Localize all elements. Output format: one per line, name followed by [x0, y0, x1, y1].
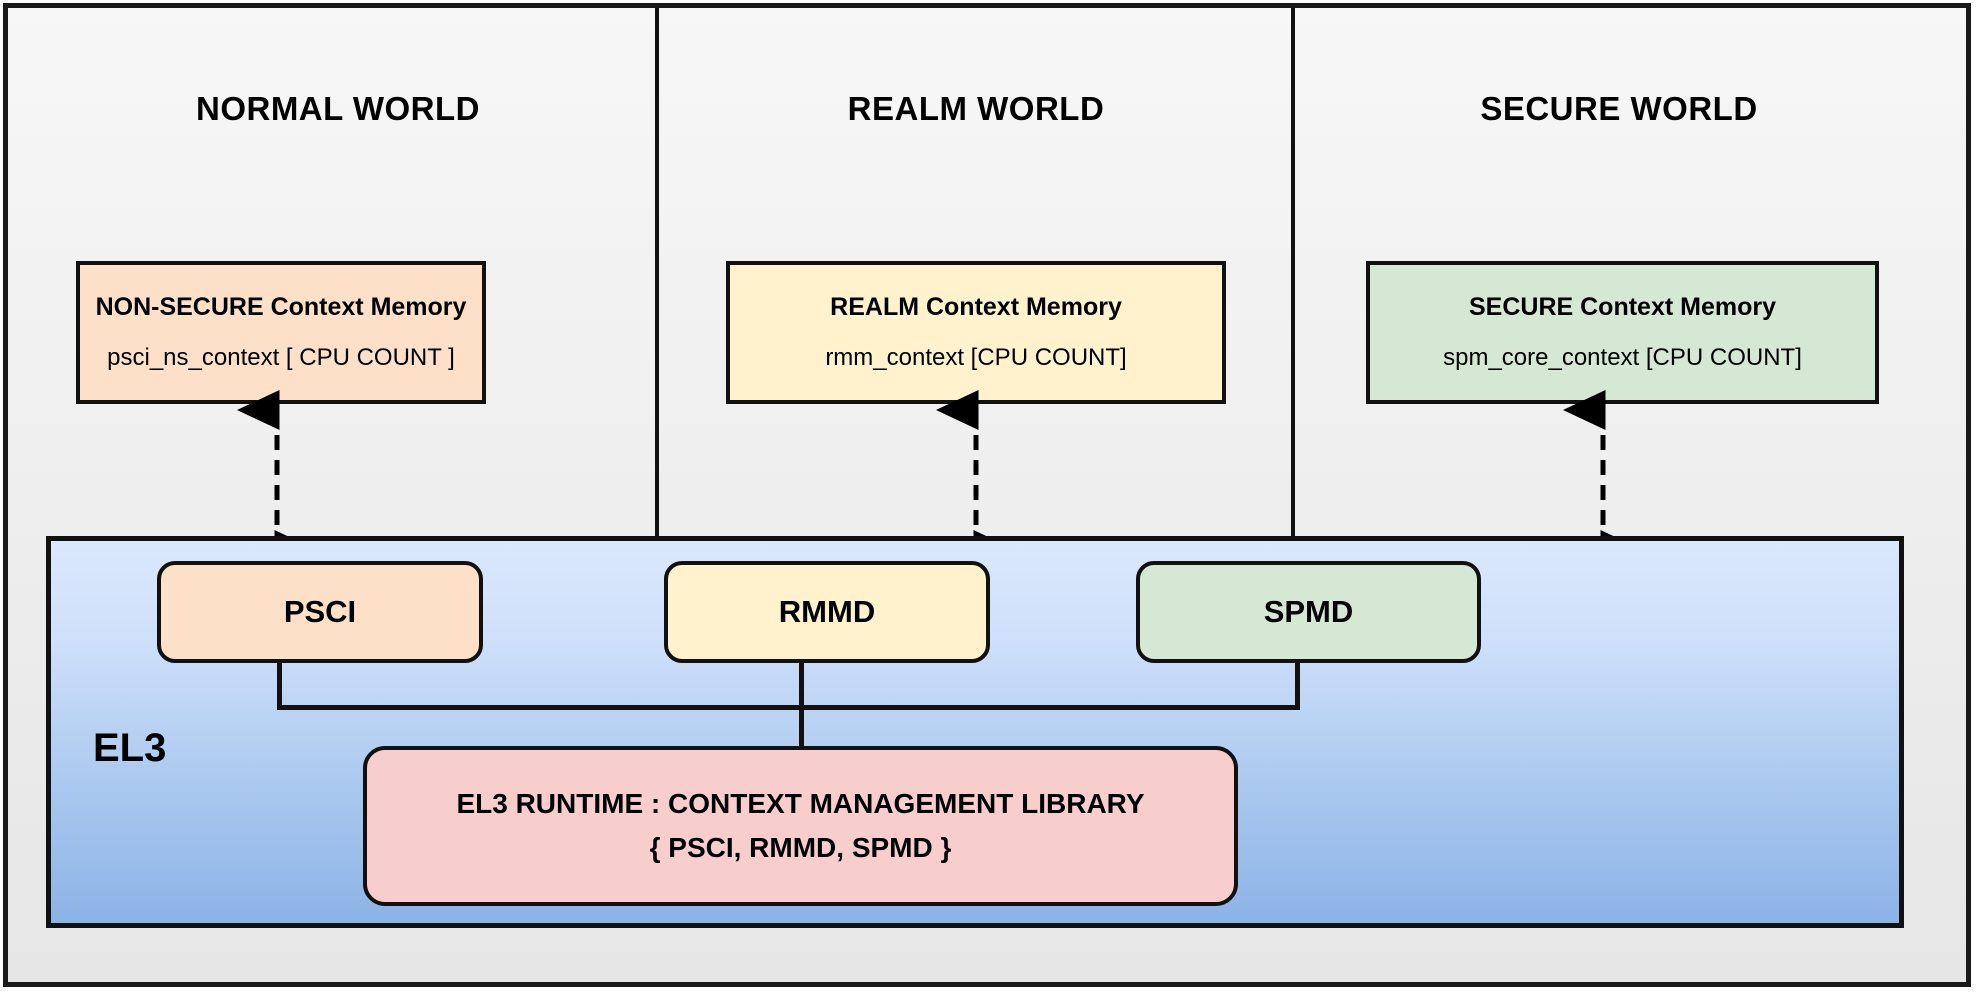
connector-rmmd-vertical	[799, 661, 804, 710]
context-memory-title-non-secure: NON-SECURE Context Memory	[95, 293, 467, 321]
context-memory-title-secure: SECURE Context Memory	[1469, 293, 1776, 321]
el3-runtime-line-1: EL3 RUNTIME : CONTEXT MANAGEMENT LIBRARY	[456, 788, 1145, 820]
el3-panel: EL3 PSCI RMMD SPMD EL3 RUNTIME : CONTEXT…	[46, 536, 1904, 928]
world-title-realm: REALM WORLD	[847, 90, 1105, 127]
divider-realm-secure	[1291, 8, 1295, 536]
connector-horizontal-bus	[277, 705, 1300, 710]
context-memory-subtitle-non-secure: psci_ns_context [ CPU COUNT ]	[107, 344, 455, 371]
diagram-frame: NORMAL WORLD REALM WORLD SECURE WORLD NO…	[3, 3, 1971, 987]
component-box-rmmd[interactable]: RMMD	[664, 561, 990, 663]
connector-spmd-vertical	[1295, 661, 1300, 710]
context-memory-box-realm[interactable]: REALM Context Memory rmm_context [CPU CO…	[726, 261, 1226, 404]
divider-normal-realm	[655, 8, 659, 536]
component-box-psci[interactable]: PSCI	[157, 561, 483, 663]
connector-psci-vertical	[277, 661, 282, 710]
context-memory-subtitle-secure: spm_core_context [CPU COUNT]	[1443, 344, 1802, 371]
el3-runtime-line-2: { PSCI, RMMD, SPMD }	[649, 832, 952, 863]
world-title-secure: SECURE WORLD	[1480, 90, 1758, 127]
connector-bus-to-runtime	[799, 705, 804, 750]
world-title-normal: NORMAL WORLD	[195, 90, 481, 127]
context-memory-subtitle-realm: rmm_context [CPU COUNT]	[825, 344, 1127, 371]
el3-runtime-box[interactable]: EL3 RUNTIME : CONTEXT MANAGEMENT LIBRARY…	[363, 746, 1238, 906]
context-memory-box-non-secure[interactable]: NON-SECURE Context Memory psci_ns_contex…	[76, 261, 486, 404]
context-memory-box-secure[interactable]: SECURE Context Memory spm_core_context […	[1366, 261, 1879, 404]
el3-label: EL3	[93, 726, 167, 770]
context-memory-title-realm: REALM Context Memory	[830, 293, 1122, 321]
component-box-spmd[interactable]: SPMD	[1136, 561, 1481, 663]
